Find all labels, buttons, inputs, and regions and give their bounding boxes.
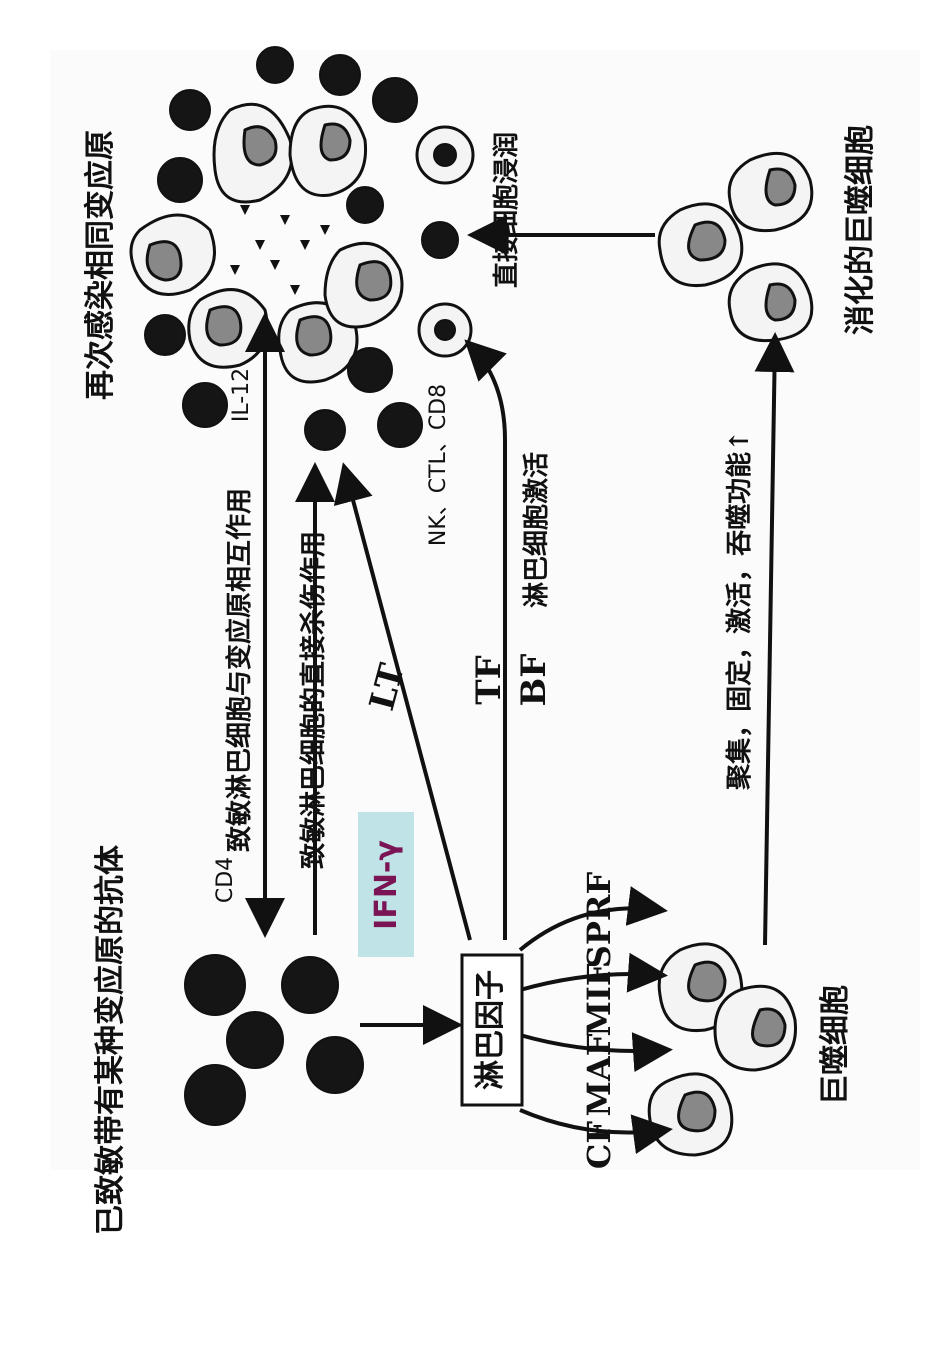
il12-label: IL-12 (229, 368, 254, 422)
macrophage-label: 巨噬细胞 (818, 985, 853, 1105)
cd4-label: CD4 (213, 857, 238, 903)
cytotoxic-label: 致敏淋巴细胞的直接杀伤作用 (298, 531, 329, 869)
maf-arrow (519, 1032, 673, 1073)
arrows (245, 215, 795, 1155)
lt-arrow (333, 462, 472, 941)
tf-label: TF (469, 655, 509, 704)
maf-label: MAF (580, 1033, 618, 1116)
nk-ctl-cd8-label: NK、CTL、CD8 (426, 384, 451, 546)
interaction-label: 致敏淋巴细胞与变应原相互作用 (224, 488, 255, 852)
tf-bf-arrow (464, 339, 507, 940)
lymphokine-label: 淋巴因子 (473, 970, 508, 1090)
cf-label: CF (580, 1121, 618, 1169)
digested-cluster (657, 151, 814, 343)
bf-label: BF (514, 654, 554, 707)
ifn-gamma-box (358, 812, 414, 957)
activation-arrow (754, 332, 795, 946)
cf-arrow (519, 1108, 673, 1155)
rechallenge-label: 再次感染相同变应原 (83, 130, 118, 400)
digested-label: 消化的巨噬细胞 (843, 125, 878, 335)
sensitized-label-line: 已致敏带有某种变应原的抗体 (93, 844, 128, 1235)
macrophage-cluster (647, 942, 797, 1157)
recruit-label: 直接细胞浸润 (491, 132, 522, 288)
reinfection-cluster (129, 46, 475, 451)
aggregation-label: 聚集，固定，激活，吞噬功能↑ (724, 430, 755, 791)
ifn-gamma-label: IFN-γ (369, 840, 404, 930)
sensitized-cluster (184, 954, 364, 1126)
mif-label: MIF (580, 963, 618, 1036)
lymphokine-box (460, 953, 524, 1107)
sprf-arrow (518, 886, 668, 952)
lymph-activation-label: 淋巴细胞激活 (521, 452, 552, 608)
mif-arrow (519, 952, 668, 993)
sprf-label: SPRF (580, 871, 618, 968)
